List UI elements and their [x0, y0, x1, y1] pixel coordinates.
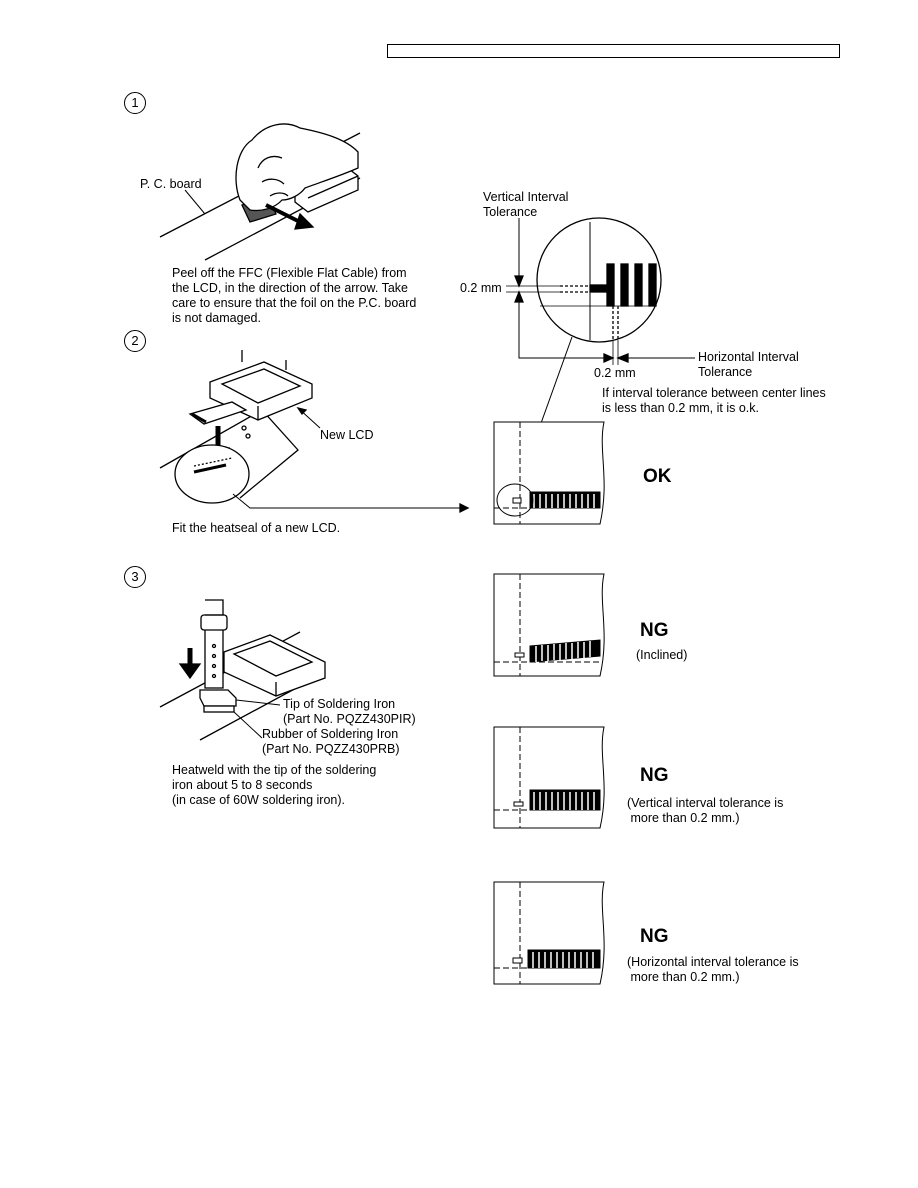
peel-ffc-illustration: [159, 123, 361, 261]
verdict-ng-vertical: NG: [640, 765, 669, 786]
step-1-instruction: Peel off the FFC (Flexible Flat Cable) f…: [172, 266, 417, 325]
soldering-rubber-label: Rubber of Soldering Iron (Part No. PQZZ4…: [262, 727, 400, 756]
step-3-instruction: Heatweld with the tip of the soldering i…: [172, 763, 377, 807]
horizontal-tolerance-label: Horizontal Interval Tolerance: [698, 350, 799, 379]
verdict-ng-inclined: NG: [640, 620, 669, 641]
header-box: [387, 44, 840, 58]
fit-lcd-illustration: [159, 350, 470, 514]
sample-panels: [493, 421, 605, 985]
pc-board-label: P. C. board: [140, 177, 202, 191]
panel-ng-horizontal: [493, 881, 605, 985]
panel-ok: [493, 421, 605, 525]
soldering-tip-label: Tip of Soldering Iron (Part No. PQZZ430P…: [283, 697, 416, 726]
new-lcd-label: New LCD: [320, 428, 374, 442]
note-horizontal: (Horizontal interval tolerance is more t…: [627, 955, 799, 984]
note-vertical: (Vertical interval tolerance is more tha…: [627, 796, 784, 825]
horizontal-tolerance-value: 0.2 mm: [594, 366, 636, 380]
step-1-marker: 1: [124, 92, 146, 114]
step-2-marker: 2: [124, 330, 146, 352]
note-inclined: (Inclined): [636, 648, 688, 662]
heatweld-illustration: [159, 599, 326, 741]
vertical-tolerance-value: 0.2 mm: [460, 281, 502, 295]
verdict-ng-horizontal: NG: [640, 926, 669, 947]
tolerance-detail: [506, 217, 695, 494]
verdict-ok: OK: [643, 466, 672, 487]
panel-ng-vertical: [493, 726, 605, 829]
panel-ng-inclined: [493, 573, 605, 677]
step-2-instruction: Fit the heatseal of a new LCD.: [172, 521, 341, 535]
step-3-marker: 3: [124, 566, 146, 588]
vertical-tolerance-label: Vertical Interval Tolerance: [483, 190, 569, 219]
tolerance-note: If interval tolerance between center lin…: [602, 386, 826, 415]
